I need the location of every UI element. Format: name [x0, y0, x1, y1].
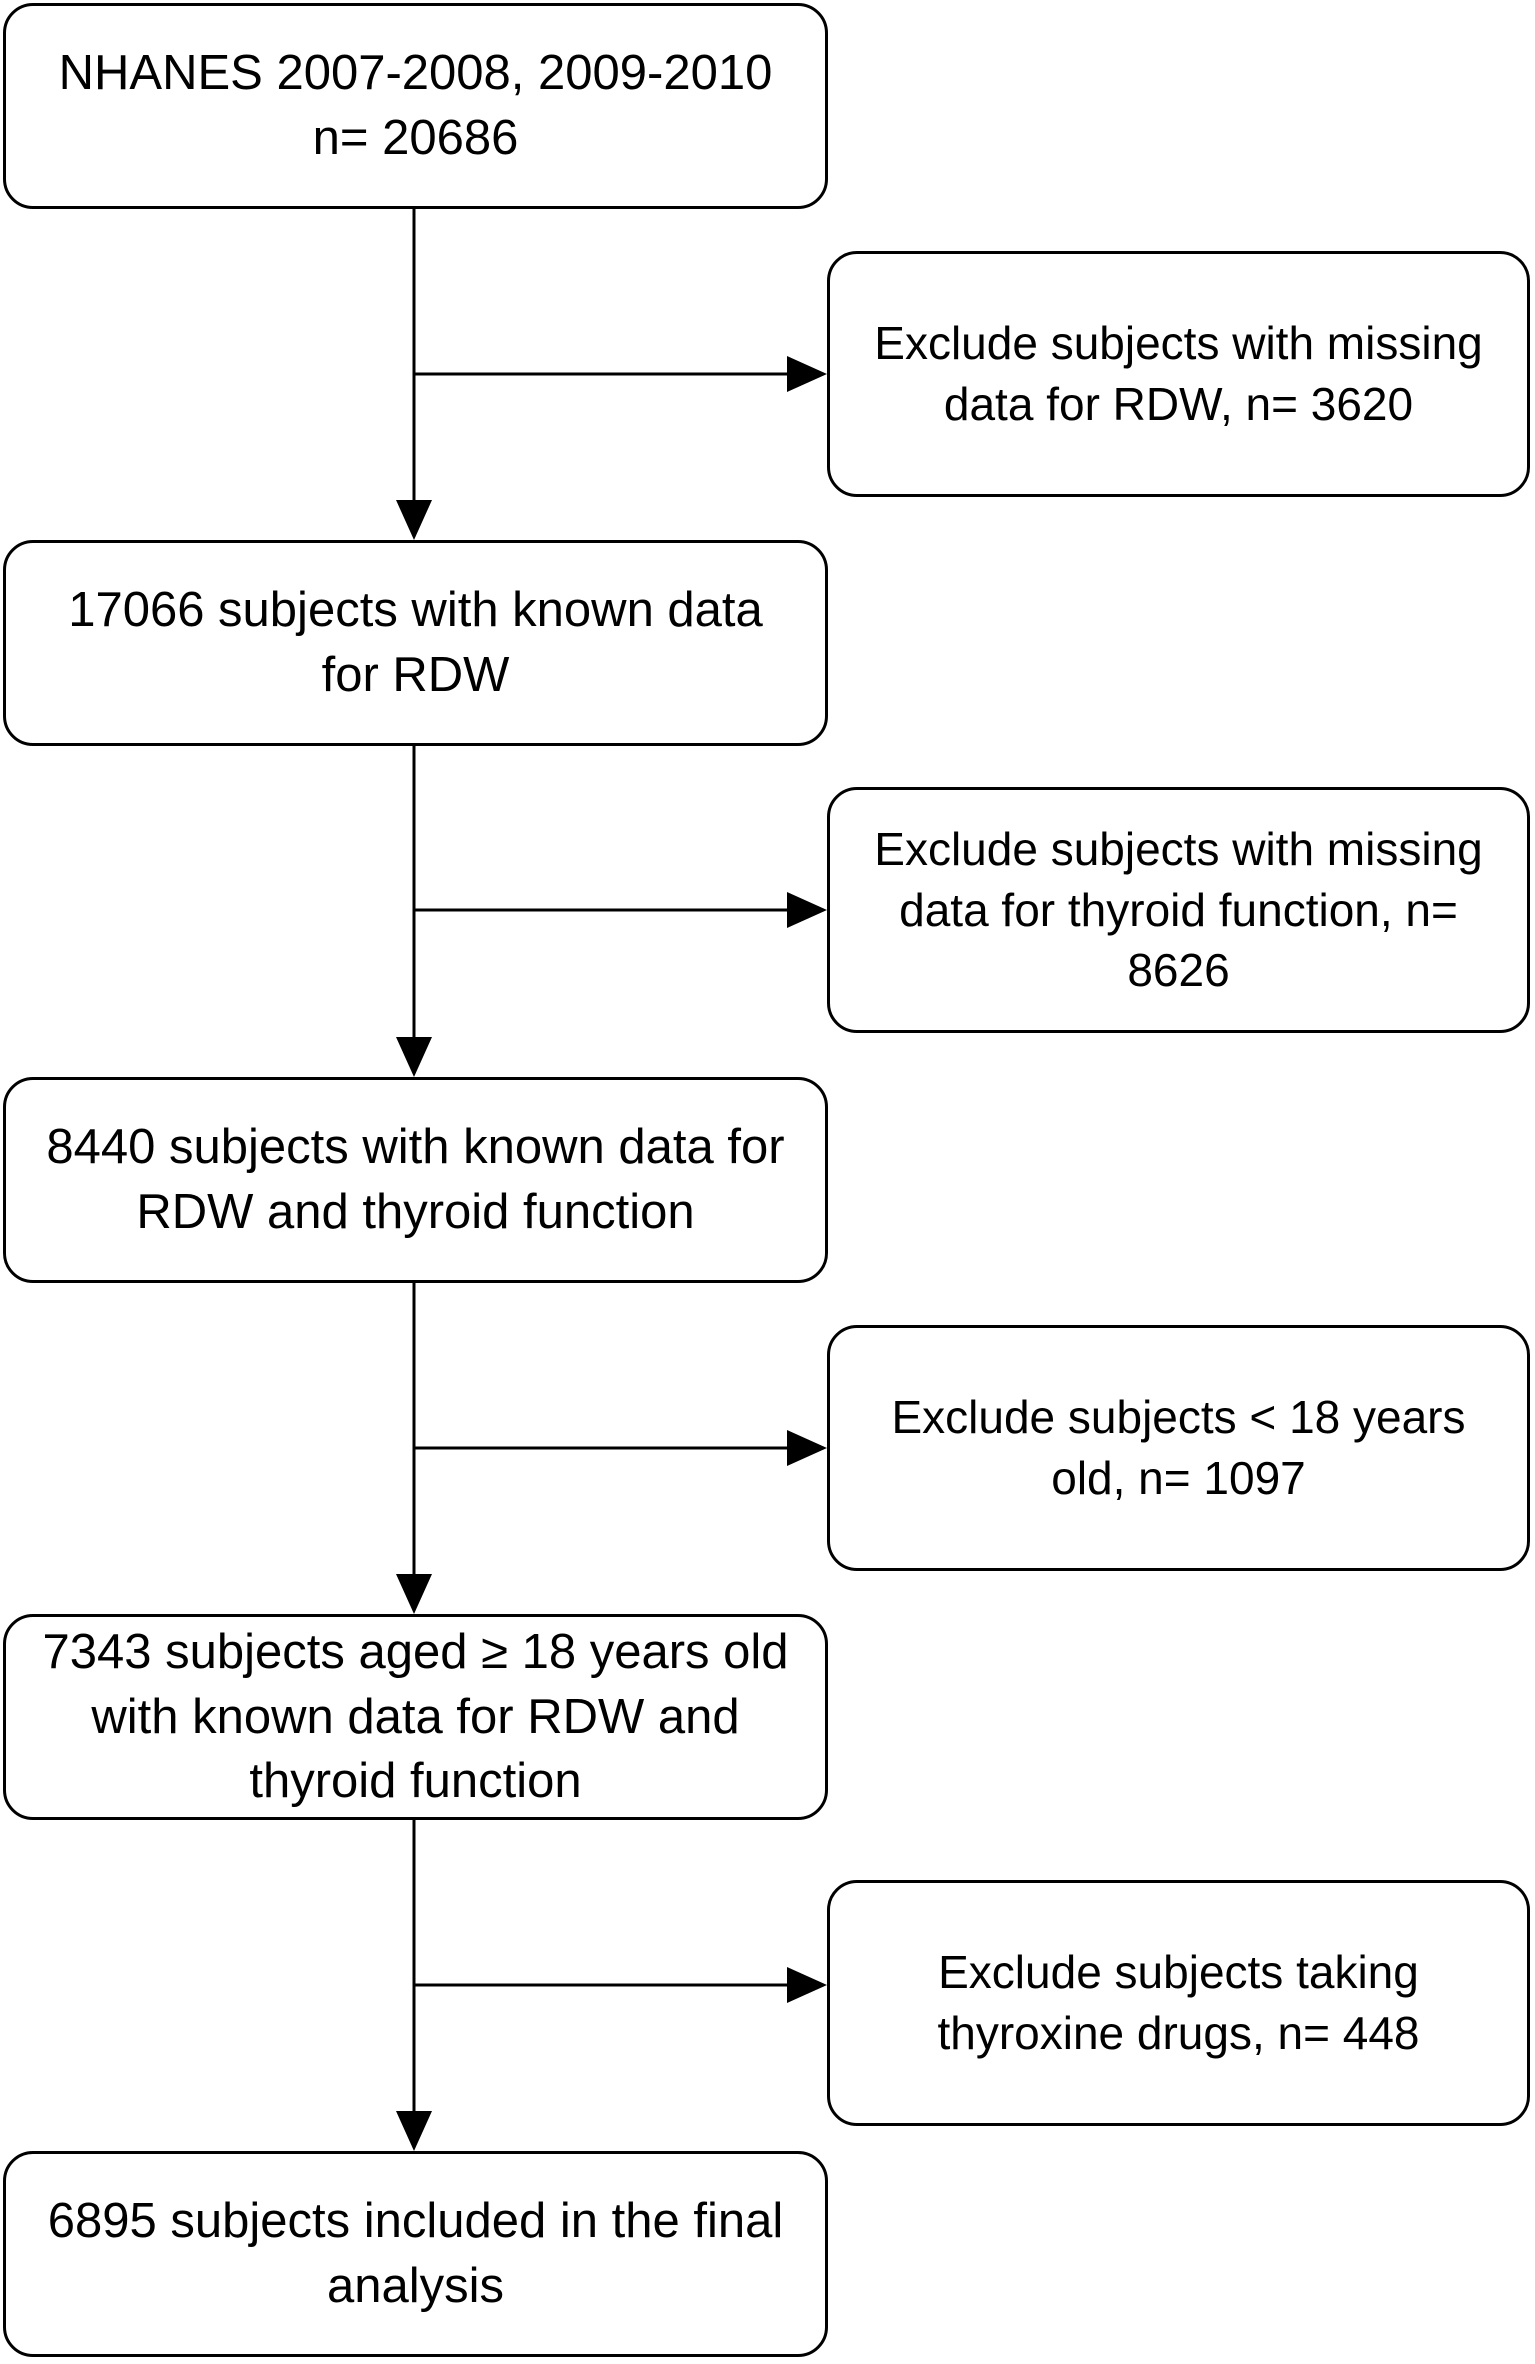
- step-text-final-analysis: 6895 subjects included in the final anal…: [47, 2194, 784, 2313]
- exclusion-text-missing-thyroid: Exclude subjects with missing data for t…: [874, 822, 1483, 997]
- exclusion-box-missing-rdw: Exclude subjects with missing data for R…: [827, 251, 1530, 497]
- exclusion-arrow-3-head: [787, 1430, 827, 1466]
- flow-arrow-1-head: [396, 500, 432, 540]
- exclusion-arrow-1-head: [787, 356, 827, 392]
- step-text-known-rdw: 17066 subjects with known data for RDW: [68, 583, 763, 702]
- flow-arrow-4-head: [396, 2111, 432, 2151]
- flow-arrow-3-head: [396, 1574, 432, 1614]
- step-box-adults: 7343 subjects aged ≥ 18 years old with k…: [3, 1614, 828, 1820]
- step-text-known-rdw-thyroid: 8440 subjects with known data for RDW an…: [46, 1120, 785, 1239]
- exclusion-text-under-18: Exclude subjects < 18 years old, n= 1097: [891, 1391, 1466, 1504]
- exclusion-text-missing-rdw: Exclude subjects with missing data for R…: [874, 317, 1483, 430]
- exclusion-text-thyroxine: Exclude subjects taking thyroxine drugs,…: [937, 1946, 1420, 2059]
- exclusion-arrow-4-head: [787, 1967, 827, 2003]
- step-box-known-rdw: 17066 subjects with known data for RDW: [3, 540, 828, 746]
- exclusion-box-thyroxine: Exclude subjects taking thyroxine drugs,…: [827, 1880, 1530, 2126]
- exclusion-arrow-2-head: [787, 892, 827, 928]
- flow-arrow-2-head: [396, 1037, 432, 1077]
- exclusion-box-missing-thyroid: Exclude subjects with missing data for t…: [827, 787, 1530, 1033]
- exclusion-box-under-18: Exclude subjects < 18 years old, n= 1097: [827, 1325, 1530, 1571]
- step-box-final-analysis: 6895 subjects included in the final anal…: [3, 2151, 828, 2357]
- step-box-known-rdw-thyroid: 8440 subjects with known data for RDW an…: [3, 1077, 828, 1283]
- step-box-nhanes-cohort: NHANES 2007-2008, 2009-2010 n= 20686: [3, 3, 828, 209]
- step-text-nhanes-cohort: NHANES 2007-2008, 2009-2010 n= 20686: [58, 46, 773, 165]
- step-text-adults: 7343 subjects aged ≥ 18 years old with k…: [42, 1624, 789, 1809]
